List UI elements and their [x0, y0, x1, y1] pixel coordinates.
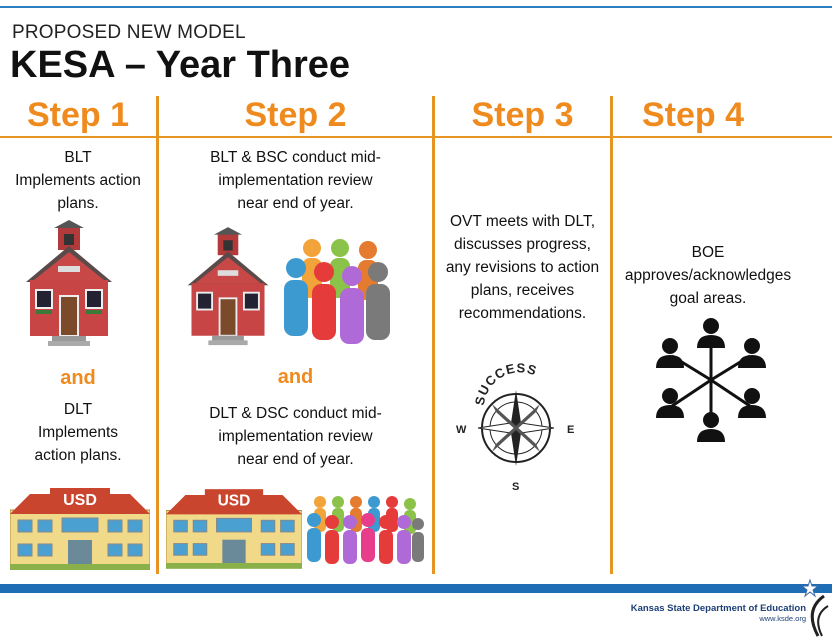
text-line: recommendations. — [458, 305, 587, 322]
step-1-heading: Step 1 — [26, 96, 130, 134]
compass-east: E — [567, 424, 574, 436]
text-line: near end of year. — [237, 195, 354, 212]
text-line: near end of year. — [237, 451, 354, 468]
step-2-heading: Step 2 — [244, 96, 347, 134]
page-title: KESA – Year Three — [10, 44, 351, 86]
compass-south: S — [512, 481, 519, 493]
text-line: Implements action — [15, 172, 141, 189]
column-divider — [610, 96, 613, 574]
usd-sign: USD — [63, 492, 97, 509]
network-people-icon — [656, 318, 766, 442]
text-line: Implements — [37, 424, 119, 441]
step-3-text: OVT meets with DLT, discusses progress, … — [435, 210, 610, 325]
text-line: approves/acknowledges — [624, 267, 792, 284]
text-line: plans. — [57, 195, 99, 212]
text-line: DLT & DSC conduct mid- — [209, 405, 382, 422]
step-1-text-dlt: DLT Implements action plans. — [0, 398, 156, 467]
district-office-icon: USD — [10, 488, 150, 570]
text-line: BOE — [691, 244, 725, 261]
footer-org: Kansas State Department of Education www… — [631, 603, 806, 623]
compass-icon: SUCCESS W E S — [456, 362, 574, 493]
usd-sign: USD — [218, 493, 251, 510]
people-group-icon — [307, 496, 424, 564]
schoolhouse-icon — [26, 220, 112, 346]
text-line: implementation review — [218, 172, 373, 189]
footer-org-name: Kansas State Department of Education — [630, 603, 806, 614]
text-line: BLT & BSC conduct mid- — [210, 149, 381, 166]
district-office-icon: USD — [166, 489, 302, 569]
compass-word: SUCCESS — [472, 362, 539, 407]
star-swoosh-logo-icon — [800, 578, 829, 637]
step-2-text-blt: BLT & BSC conduct mid- implementation re… — [159, 146, 432, 215]
header-rule — [0, 136, 832, 138]
text-line: implementation review — [218, 428, 373, 445]
column-divider — [156, 96, 159, 574]
step-2-text-dlt: DLT & DSC conduct mid- implementation re… — [159, 402, 432, 471]
text-line: action plans. — [34, 447, 122, 464]
text-line: DLT — [63, 401, 93, 418]
compass-west: W — [456, 424, 467, 436]
page-kicker: PROPOSED NEW MODEL — [12, 22, 246, 43]
footer-url[interactable]: www.ksde.org — [759, 614, 806, 623]
text-line: any revisions to action — [445, 259, 600, 276]
step-2-and: and — [277, 366, 314, 388]
people-group-icon — [284, 239, 390, 344]
top-rule — [0, 6, 832, 8]
column-divider — [432, 96, 435, 574]
step-4-heading: Step 4 — [641, 96, 745, 134]
footer-rule — [0, 584, 832, 593]
text-line: plans, receives — [470, 282, 575, 299]
step-3-heading: Step 3 — [471, 96, 574, 134]
step-4-text: BOE approves/acknowledges goal areas. — [613, 241, 803, 310]
schoolhouse-icon — [187, 227, 269, 346]
step-1-text-blt: BLT Implements action plans. — [0, 146, 156, 215]
text-line: goal areas. — [669, 290, 747, 307]
text-line: discusses progress, — [454, 236, 591, 253]
step-1-and: and — [60, 367, 96, 389]
text-line: OVT meets with DLT, — [450, 213, 595, 230]
text-line: BLT — [64, 149, 92, 166]
